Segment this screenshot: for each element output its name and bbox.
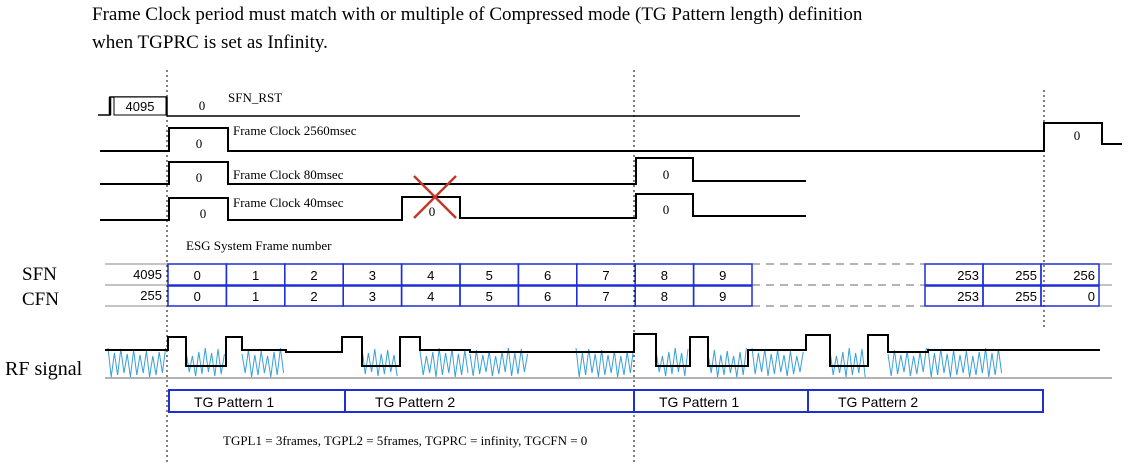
frame-clock-80-waveform [100, 157, 806, 185]
rf-noise-burst [469, 347, 529, 377]
rf-noise-burst [575, 347, 635, 378]
formula-text: TGPL1 = 3frames, TGPL2 = 5frames, TGPRC … [223, 433, 587, 448]
rf-noise-burst [107, 347, 167, 378]
cfn-tail-value: 0 [1088, 289, 1095, 304]
cfn-cell [692, 285, 753, 307]
sfn-cell [692, 263, 753, 286]
cfn-cells: 0 1 2 3 4 5 6 7 8 9 253 255 0 [167, 285, 1100, 307]
title-line-1: Frame Clock period must match with or mu… [92, 4, 863, 25]
frame-clock-2560-value-2: 0 [1074, 128, 1081, 143]
frame-clock-2560-value-1: 0 [196, 136, 203, 151]
cfn-row-label: CFN [22, 289, 59, 310]
sfn-rst-label: SFN_RST [228, 90, 282, 105]
tg-pattern-label: TG Pattern 2 [375, 394, 455, 410]
title-line-2: when TGPRC is set as Infinity. [92, 32, 328, 53]
frame-clock-40-value-2: 0 [429, 204, 436, 219]
sfn-cell-value: 7 [602, 268, 609, 283]
cfn-cell-value: 8 [661, 289, 668, 304]
cfn-start-value: 255 [140, 288, 162, 303]
frame-clock-2560-waveform [100, 122, 1122, 152]
sfn-cell-value: 6 [544, 268, 551, 283]
sfn-cell-value: 8 [661, 268, 668, 283]
sfn-cell-value: 0 [194, 268, 201, 283]
cfn-cell-value: 0 [194, 289, 201, 304]
tg-pattern-box [807, 389, 1044, 413]
frame-clock-40-value-1: 0 [200, 206, 207, 221]
frame-clock-40-label: Frame Clock 40msec [233, 195, 344, 210]
frame-clock-80-value-2: 0 [663, 167, 670, 182]
sfn-cell-value: 3 [369, 268, 376, 283]
rf-noise-burst [241, 347, 285, 378]
sfn-cell-value: 4 [427, 268, 434, 283]
sfn-start-value: 4095 [133, 267, 162, 282]
rf-noise-burst [655, 347, 689, 377]
rf-noise-burst [751, 347, 804, 377]
rf-noise [107, 347, 1003, 378]
sfn-tail-value: 255 [1015, 268, 1037, 283]
tg-patterns: TG Pattern 1 TG Pattern 2 TG Pattern 1 TG P… [168, 389, 1044, 413]
frame-clock-80-value-1: 0 [196, 170, 203, 185]
cfn-cell-value: 2 [310, 289, 317, 304]
rf-signal-label: RF signal [5, 358, 83, 380]
rf-noise-burst [185, 347, 225, 377]
tg-pattern-label: TG Pattern 1 [659, 394, 739, 410]
cfn-tail-value: 253 [957, 289, 979, 304]
sfn-row-label: SFN [22, 264, 57, 285]
cfn-cell-value: 5 [486, 289, 493, 304]
rf-noise-burst [361, 347, 398, 377]
cfn-tail-cell [1040, 285, 1100, 307]
rf-noise-burst [707, 347, 747, 378]
cfn-cell-value: 1 [252, 289, 259, 304]
cfn-cell-value: 4 [427, 289, 434, 304]
frame-clock-2560-label: Frame Clock 2560msec [233, 123, 357, 138]
rf-noise-burst [927, 347, 1003, 378]
sfn-cell-value: 2 [310, 268, 317, 283]
sfn-cells: 0 1 2 3 4 5 6 7 8 9 253 255 256 [167, 263, 1100, 286]
tg-pattern-label: TG Pattern 2 [838, 394, 918, 410]
rf-noise-burst [829, 347, 866, 378]
sfn-tail-value: 253 [957, 268, 979, 283]
frame-clock-40-value-3: 0 [663, 202, 670, 217]
cfn-tail-value: 255 [1015, 289, 1037, 304]
sfn-tail-value: 256 [1073, 268, 1095, 283]
cfn-cell-value: 9 [719, 289, 726, 304]
cross-mark-icon [413, 175, 457, 219]
sfn-cell-value: 1 [252, 268, 259, 283]
esg-frame-label: ESG System Frame number [186, 238, 332, 253]
frame-clock-40-waveform [100, 193, 806, 221]
cfn-cell-value: 6 [544, 289, 551, 304]
sfn-tail-cell [1040, 263, 1100, 286]
rf-noise-burst [419, 347, 469, 378]
sfn-rst-value: 0 [199, 98, 206, 113]
sfn-rst-waveform [98, 96, 800, 117]
rf-envelope [105, 333, 1100, 367]
tg-pattern-label: TG Pattern 1 [194, 394, 274, 410]
cfn-cell-value: 3 [369, 289, 376, 304]
frame-clock-80-label: Frame Clock 80msec [233, 167, 344, 182]
sfn-cell-value: 5 [486, 268, 493, 283]
sfn-rst-pre-value: 4095 [126, 99, 155, 114]
cfn-cell-value: 7 [602, 289, 609, 304]
sfn-cell-value: 9 [719, 268, 726, 283]
